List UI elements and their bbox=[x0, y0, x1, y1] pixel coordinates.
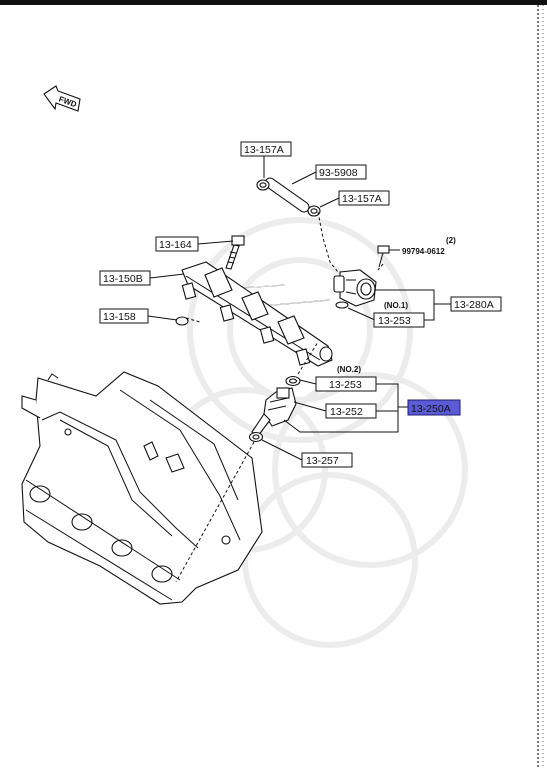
o-ring-no2 bbox=[285, 375, 301, 387]
fuel-rail bbox=[181, 261, 333, 367]
svg-text:13-280A: 13-280A bbox=[454, 299, 494, 311]
o-ring-no1 bbox=[335, 301, 349, 309]
no2-tag: (NO.2) bbox=[337, 365, 361, 374]
callout-13-150b[interactable]: 13-150B bbox=[99, 270, 151, 286]
fuel-hose bbox=[264, 177, 310, 213]
svg-text:13-253: 13-253 bbox=[378, 315, 411, 327]
callout-93-5908[interactable]: 93-5908 bbox=[315, 164, 367, 180]
top-border bbox=[0, 0, 547, 5]
callout-13-157a-top[interactable]: 13-157A bbox=[240, 141, 292, 157]
callout-13-257[interactable]: 13-257 bbox=[301, 452, 353, 468]
callout-13-164[interactable]: 13-164 bbox=[155, 236, 199, 252]
no1-tag: (NO.1) bbox=[384, 301, 408, 310]
assembly-lines bbox=[175, 211, 384, 583]
intake-manifold bbox=[21, 371, 263, 605]
callout-13-158[interactable]: 13-158 bbox=[99, 308, 149, 324]
callout-13-250a-highlighted[interactable]: 13-250A bbox=[407, 399, 461, 416]
qty-label: (2) bbox=[446, 236, 456, 245]
svg-text:13-157A: 13-157A bbox=[244, 144, 284, 156]
bolt-13-164 bbox=[225, 235, 245, 270]
svg-text:13-164: 13-164 bbox=[159, 239, 192, 251]
fuel-injector bbox=[251, 387, 297, 437]
callout-13-252[interactable]: 13-252 bbox=[325, 403, 377, 419]
svg-text:99794-0612: 99794-0612 bbox=[402, 247, 445, 256]
svg-text:13-253: 13-253 bbox=[329, 379, 362, 391]
svg-text:13-157A: 13-157A bbox=[342, 193, 382, 205]
callout-13-157a-mid[interactable]: 13-157A bbox=[338, 190, 390, 206]
svg-text:93-5908: 93-5908 bbox=[319, 167, 358, 179]
hose-clamp-mid bbox=[307, 205, 321, 217]
hose-clamp-top bbox=[256, 179, 270, 191]
callout-13-253-no2[interactable]: (NO.2) 13-253 bbox=[315, 365, 377, 392]
callout-13-280a[interactable]: 13-280A bbox=[450, 296, 502, 312]
svg-text:13-250A: 13-250A bbox=[411, 403, 451, 415]
callout-99794-0612[interactable]: (2) 99794-0612 bbox=[402, 236, 456, 256]
svg-text:13-252: 13-252 bbox=[330, 406, 363, 418]
leader-lines bbox=[147, 155, 451, 461]
svg-text:13-257: 13-257 bbox=[306, 455, 339, 467]
svg-text:13-158: 13-158 bbox=[103, 311, 136, 323]
callout-13-253-no1[interactable]: (NO.1) 13-253 bbox=[373, 301, 425, 328]
injector-insulator bbox=[248, 431, 264, 443]
pressure-regulator bbox=[333, 269, 377, 307]
fwd-arrow-icon: FWD bbox=[43, 85, 81, 112]
svg-text:13-150B: 13-150B bbox=[103, 273, 143, 285]
rail-gasket bbox=[175, 316, 189, 326]
